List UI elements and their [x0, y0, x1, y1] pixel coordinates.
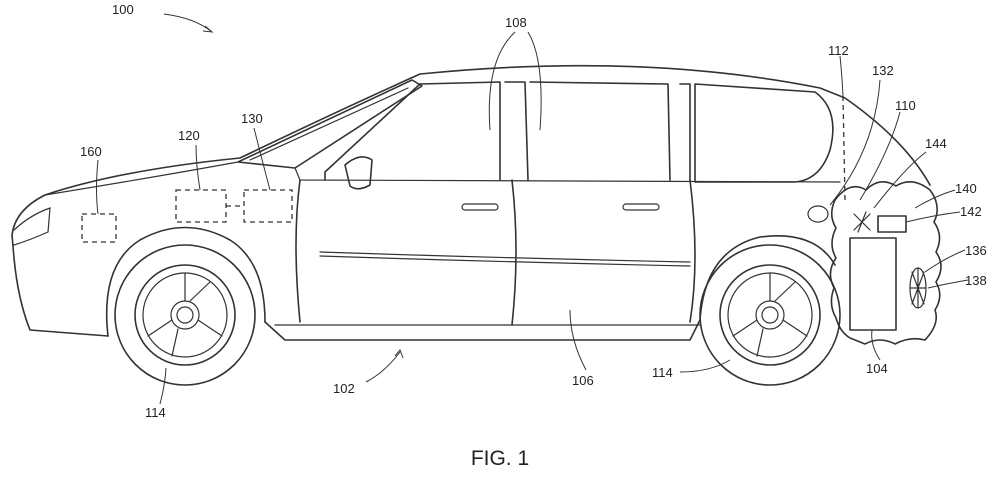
label-104: 104 — [866, 361, 888, 376]
label-100: 100 — [112, 2, 134, 17]
label-142: 142 — [960, 204, 982, 219]
label-108: 108 — [505, 15, 527, 30]
label-138: 138 — [965, 273, 987, 288]
label-102: 102 — [333, 381, 355, 396]
label-120: 120 — [178, 128, 200, 143]
leader-lines — [96, 13, 969, 405]
label-114-rear: 114 — [652, 365, 673, 380]
label-136: 136 — [965, 243, 987, 258]
label-112: 112 — [828, 43, 849, 58]
label-106: 106 — [572, 373, 594, 388]
vehicle-drawing: 100 102 104 106 108 110 112 114 114 120 … — [11, 2, 987, 420]
rear-cutaway — [829, 181, 942, 345]
vent-grille-icon — [909, 267, 927, 309]
figure-caption: FIG. 1 — [470, 447, 530, 470]
dashed-components — [81, 189, 293, 243]
label-132: 132 — [872, 63, 894, 78]
label-140: 140 — [955, 181, 977, 196]
fan-icon — [853, 211, 871, 233]
front-wheel — [114, 244, 256, 386]
label-144: 144 — [925, 136, 947, 151]
reference-numerals: 100 102 104 106 108 110 112 114 114 120 … — [80, 2, 987, 420]
label-130: 130 — [241, 111, 263, 126]
label-160: 160 — [80, 144, 102, 159]
vehicle-body — [11, 64, 931, 341]
label-110: 110 — [895, 98, 916, 113]
rear-wheel — [699, 244, 841, 386]
label-114-front: 114 — [145, 405, 166, 420]
